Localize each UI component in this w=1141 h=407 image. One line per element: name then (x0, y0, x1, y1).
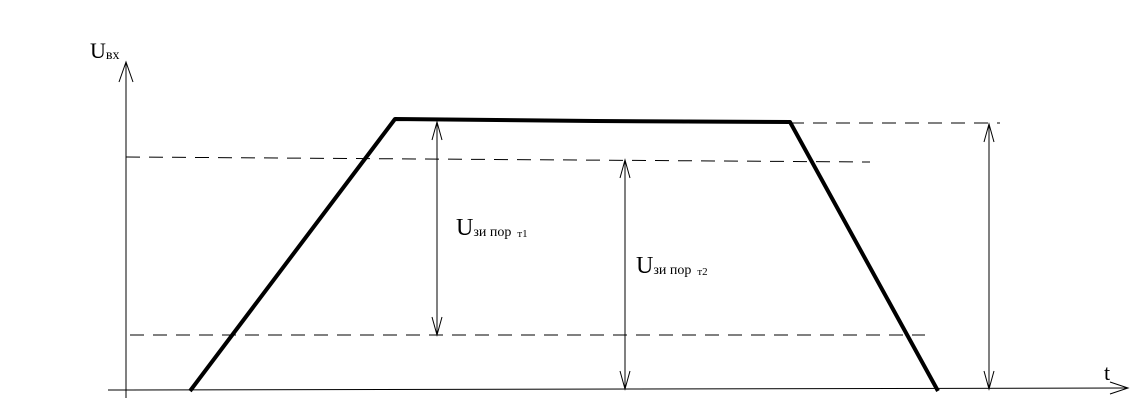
threshold2-label-index: т2 (697, 266, 708, 278)
upper-threshold-dashed-line (125, 156, 871, 163)
threshold2-label-main: U (636, 253, 654, 279)
y-axis-arrow (118, 60, 134, 83)
amplitude-arrow-bottom (983, 370, 995, 391)
threshold1-label-sub: зи пор (473, 225, 512, 240)
amplitude-arrow-top (983, 122, 995, 143)
threshold2-arrow-bottom (619, 370, 631, 391)
threshold1-label: Uзи пор т1 (456, 215, 528, 242)
threshold1-arrow-bottom (431, 316, 443, 337)
x-axis-label-text: t (1104, 360, 1111, 385)
y-axis-label: Uвх (90, 38, 120, 64)
x-axis-label: t (1104, 360, 1110, 386)
threshold1-arrow-top (431, 120, 443, 141)
threshold2-label-sub: зи пор (653, 263, 692, 278)
y-axis-label-main: U (90, 38, 106, 63)
x-axis-arrow (1109, 381, 1130, 395)
threshold1-label-index: т1 (517, 228, 528, 240)
y-axis-label-sub: вх (105, 48, 120, 63)
x-axis (107, 387, 1129, 391)
input-pulse-curve (188, 117, 940, 393)
threshold1-label-main: U (456, 215, 474, 241)
threshold2-label: Uзи пор т2 (636, 253, 708, 280)
threshold2-arrow-top (619, 158, 631, 179)
